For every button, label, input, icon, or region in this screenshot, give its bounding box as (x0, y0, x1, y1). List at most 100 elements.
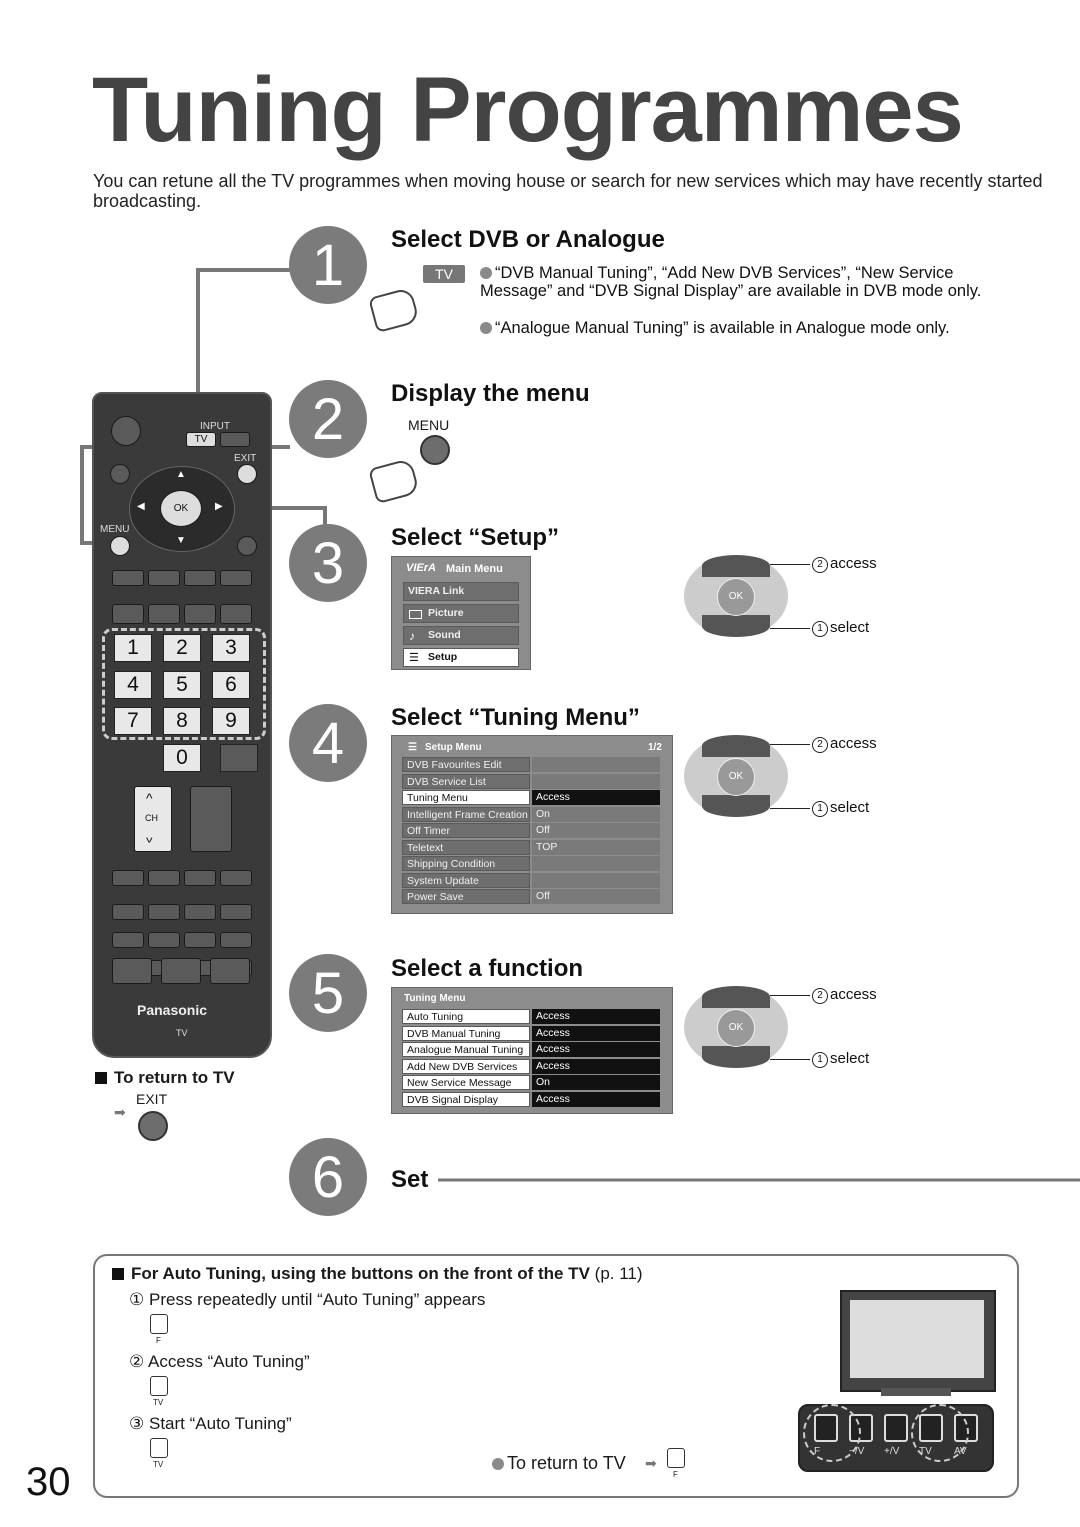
number-key-1[interactable]: 1 (114, 634, 152, 662)
remote-function-button[interactable] (112, 570, 144, 586)
setup-menu-item[interactable]: Shipping Condition (402, 856, 530, 871)
last-view-button[interactable] (220, 744, 258, 772)
setup-menu-item[interactable]: DVB Service List (402, 773, 530, 789)
setup-menu-item[interactable]: Intelligent Frame Creation (402, 806, 530, 822)
number-key-0[interactable]: 0 (163, 743, 201, 772)
menu-button[interactable] (110, 536, 130, 556)
input-label: INPUT (200, 421, 230, 432)
setup-menu-item[interactable]: Teletext (402, 839, 530, 855)
tv-key[interactable]: TV (423, 265, 465, 283)
remote-function-button[interactable] (184, 904, 216, 920)
setup-menu-item[interactable]: DVB Favourites Edit (402, 757, 530, 772)
leader-line (770, 808, 810, 809)
ok-button[interactable]: OK (160, 490, 202, 527)
arrow-right-icon: ➡ (645, 1455, 657, 1471)
tuning-menu-item[interactable]: Add New DVB Services (402, 1058, 530, 1074)
remote-function-button[interactable] (184, 870, 216, 886)
setup-menu-value: Off (532, 823, 660, 838)
power-button[interactable] (111, 416, 141, 446)
menu-item-setup[interactable]: Setup (403, 648, 519, 667)
remote-function-button[interactable] (112, 870, 144, 886)
volume-rocker[interactable] (190, 786, 232, 852)
remote-function-button[interactable] (184, 570, 216, 586)
f-button-icon (150, 1314, 168, 1334)
option-button[interactable] (110, 464, 130, 484)
remote-large-button[interactable] (161, 958, 201, 984)
remote-function-button[interactable] (112, 932, 144, 948)
setup-menu-item[interactable]: Off Timer (402, 823, 530, 838)
menu-item-sound[interactable]: Sound (403, 626, 519, 645)
tuning-menu-title: Tuning Menu (404, 993, 466, 1004)
number-key-3[interactable]: 3 (212, 634, 250, 662)
remote-function-button[interactable] (184, 604, 216, 624)
number-key-4[interactable]: 4 (114, 670, 152, 699)
number-key-5[interactable]: 5 (163, 670, 201, 699)
tuning-menu-item[interactable]: Analogue Manual Tuning (402, 1042, 530, 1057)
tuning-menu-item[interactable]: New Service Message (402, 1075, 530, 1090)
number-key-2[interactable]: 2 (163, 634, 201, 662)
menu-item-viera-link[interactable]: VIERA Link (403, 582, 519, 601)
setup-menu-item[interactable]: Tuning Menu (402, 790, 530, 805)
remote-function-button[interactable] (220, 870, 252, 886)
tv-input-button[interactable]: TV (186, 432, 216, 447)
dpad-up[interactable] (702, 735, 770, 757)
remote-function-button[interactable] (220, 570, 252, 586)
remote-function-button[interactable] (112, 904, 144, 920)
tuning-menu-item[interactable]: DVB Manual Tuning (402, 1025, 530, 1041)
remote-function-button[interactable] (220, 932, 252, 948)
remote-function-button[interactable] (148, 870, 180, 886)
menu-key-label: MENU (408, 417, 450, 433)
setup-menu-item[interactable]: Power Save (402, 889, 530, 904)
av-input-button[interactable] (220, 432, 250, 447)
tv-stand (881, 1388, 951, 1396)
right-arrow-icon[interactable]: ▶ (215, 501, 223, 512)
down-arrow-icon[interactable]: ▼ (176, 535, 186, 546)
setup-menu-value (532, 757, 660, 772)
front-panel-button[interactable] (884, 1414, 908, 1442)
remote-function-button[interactable] (220, 604, 252, 624)
dpad-ok[interactable]: OK (717, 578, 755, 616)
tuning-menu-item[interactable]: Auto Tuning (402, 1009, 530, 1024)
menu-item-picture[interactable]: Picture (403, 604, 519, 623)
tuning-menu-item[interactable]: DVB Signal Display (402, 1091, 530, 1107)
auto-return-to-tv: To return to TV (492, 1453, 626, 1474)
number-key-9[interactable]: 9 (212, 707, 250, 735)
remote-function-button[interactable] (184, 932, 216, 948)
auto-step-3: ③ Start “Auto Tuning” (129, 1414, 292, 1433)
step-2-title: Display the menu (391, 380, 590, 407)
remote-function-button[interactable] (148, 604, 180, 624)
step-4-title: Select “Tuning Menu” (391, 704, 640, 731)
dpad-ok[interactable]: OK (717, 758, 755, 796)
menu-key[interactable] (420, 435, 450, 465)
dpad-down[interactable] (702, 1046, 770, 1068)
step-1-note-dvb: “DVB Manual Tuning”, “Add New DVB Servic… (480, 264, 982, 300)
remote-large-button[interactable] (210, 958, 250, 984)
number-key-6[interactable]: 6 (212, 670, 250, 699)
dpad-down[interactable] (702, 795, 770, 817)
remote-model: TV (176, 1028, 188, 1038)
remote-function-button[interactable] (220, 904, 252, 920)
left-arrow-icon[interactable]: ◀ (137, 501, 145, 512)
setup-icon: ☰ (409, 652, 419, 664)
exit-key[interactable] (138, 1111, 168, 1141)
step-5-number: 5 (289, 954, 367, 1032)
dpad-up[interactable] (702, 555, 770, 577)
number-key-8[interactable]: 8 (163, 707, 201, 735)
square-bullet-icon (112, 1268, 124, 1280)
setup-menu-item[interactable]: System Update (402, 872, 530, 888)
remote-function-button[interactable] (112, 604, 144, 624)
exit-button[interactable] (237, 464, 257, 484)
remote-function-button[interactable] (148, 904, 180, 920)
remote-large-button[interactable] (112, 958, 152, 984)
remote-function-button[interactable] (148, 570, 180, 586)
dpad-ok[interactable]: OK (717, 1009, 755, 1047)
number-key-7[interactable]: 7 (114, 707, 152, 735)
return-button[interactable] (237, 536, 257, 556)
remote-function-button[interactable] (148, 932, 180, 948)
channel-rocker[interactable] (134, 786, 172, 852)
dpad-up[interactable] (702, 986, 770, 1008)
viera-logo: VIErA (406, 562, 436, 574)
dpad-down[interactable] (702, 615, 770, 637)
up-arrow-icon[interactable]: ▲ (176, 469, 186, 480)
step-1-number: 1 (289, 226, 367, 304)
